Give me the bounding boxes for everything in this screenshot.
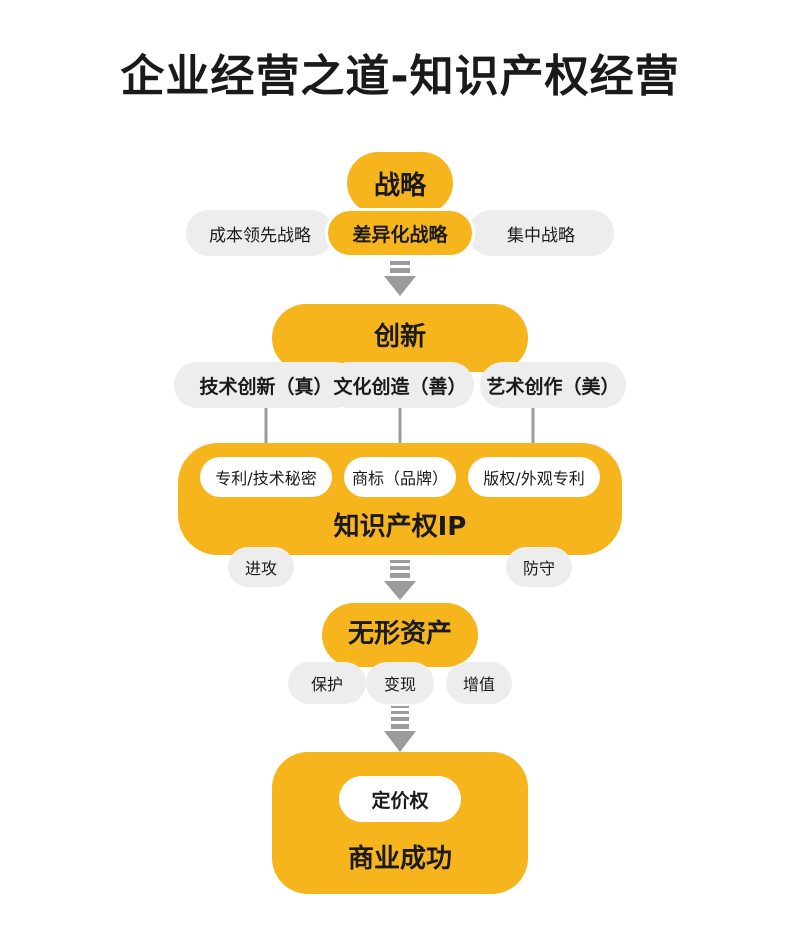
strategy-option-focus: 集中战略 (468, 210, 614, 256)
page-title: 企业经营之道-知识产权经营 (120, 51, 680, 102)
assets-action-monetize: 变现 (366, 662, 434, 704)
down-arrow-1 (384, 255, 416, 296)
down-arrow-2 (384, 560, 416, 600)
strategy-option-cost-leadership: 成本领先战略 (186, 210, 334, 256)
ip-item-patent: 专利/技术秘密 (200, 457, 332, 497)
ip-attack: 进攻 (228, 547, 294, 587)
pricing-power: 定价权 (339, 776, 461, 822)
innovation-type-culture: 文化创造（善） (326, 362, 474, 408)
ip-item-trademark: 商标（品牌） (344, 457, 456, 497)
ip-label: 知识产权IP (333, 511, 467, 542)
assets-action-protect: 保护 (288, 662, 366, 704)
success-container (272, 752, 528, 894)
assets-node: 无形资产 (322, 603, 478, 667)
ip-defense: 防守 (506, 547, 572, 587)
down-arrow-3 (384, 706, 416, 752)
strategy-node: 战略 (347, 152, 453, 214)
innovation-node: 创新 (272, 304, 528, 372)
assets-action-appreciate: 增值 (446, 662, 512, 704)
innovation-type-art: 艺术创作（美） (480, 362, 626, 408)
success-label: 商业成功 (347, 843, 452, 874)
ip-item-copyright: 版权/外观专利 (468, 457, 600, 497)
strategy-option-differentiation: 差异化战略 (325, 208, 475, 258)
